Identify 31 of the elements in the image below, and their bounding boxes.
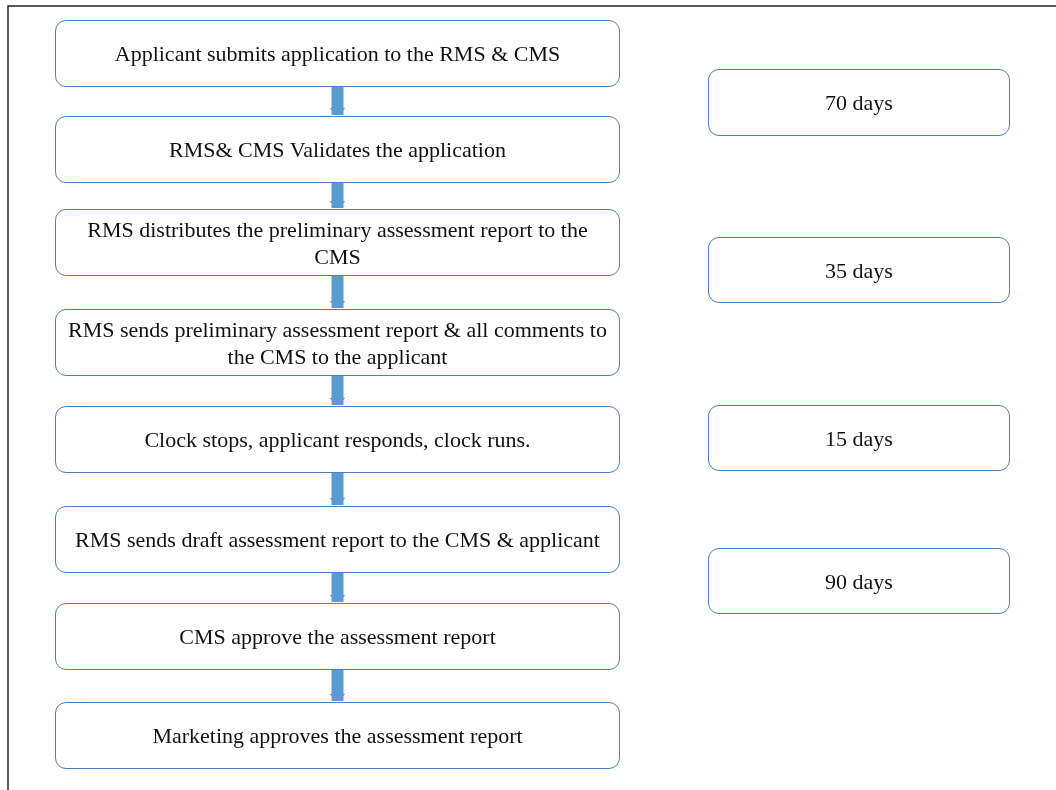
down-arrow	[329, 573, 346, 602]
step-text: RMS& CMS Validates the application	[169, 136, 506, 163]
step-text: RMS sends preliminary assessment report & all comments to the CMS to the applicant	[67, 315, 608, 370]
step-text: RMS distributes the preliminary assessment report to the CMS	[86, 215, 589, 270]
down-arrow	[329, 183, 346, 208]
process-box	[55, 506, 620, 573]
process-box	[55, 209, 620, 276]
down-arrow	[329, 276, 346, 308]
step-text: RMS sends draft assessment report to the CMS & applicant	[75, 526, 600, 553]
step-text: 15 days	[825, 424, 893, 452]
step-text: 70 days	[825, 89, 893, 116]
down-arrow	[329, 473, 346, 505]
down-arrow	[329, 670, 346, 701]
down-arrow	[329, 87, 346, 115]
step-text: 35 days	[825, 256, 893, 284]
process-box	[55, 702, 620, 769]
duration-box	[708, 548, 1010, 614]
step-text: Marketing approves the assessment report	[152, 722, 523, 749]
step-text: 90 days	[825, 567, 893, 595]
duration-box	[708, 405, 1010, 471]
step-text: CMS approve the assessment report	[179, 623, 496, 650]
process-box	[55, 116, 620, 183]
step-text: Clock stops, applicant responds, clock runs.	[144, 426, 531, 453]
duration-box	[708, 237, 1010, 303]
duration-box	[708, 69, 1010, 136]
process-box	[55, 309, 620, 376]
process-box	[55, 406, 620, 473]
process-box	[55, 603, 620, 670]
process-box	[55, 20, 620, 87]
step-text: Applicant submits application to the RMS & CMS	[114, 40, 561, 67]
down-arrow	[329, 376, 346, 405]
